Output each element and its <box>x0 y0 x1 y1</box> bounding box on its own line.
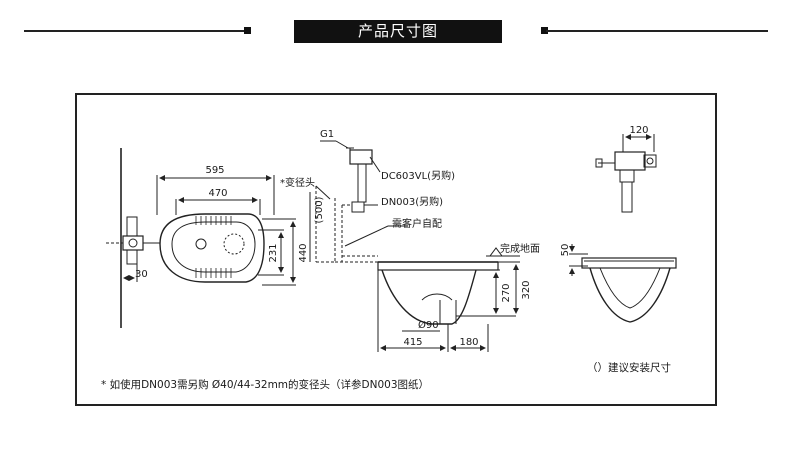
header-rule-left <box>24 30 246 32</box>
pipe-model-label: DN003(另购) <box>381 195 443 208</box>
footnote: * 如使用DN003需另购 Ø40/44-32mm的变径头（详参DN003图纸） <box>101 378 429 391</box>
top-view <box>106 148 296 328</box>
customer-supply-label: 需客户自配 <box>392 217 442 230</box>
floor-label: 完成地面 <box>500 242 540 255</box>
header-square-right <box>541 27 548 34</box>
dim-320: 320 <box>521 280 532 299</box>
dim-30: 30 <box>135 269 148 280</box>
drawing-frame <box>75 93 717 406</box>
dim-440: 440 <box>298 243 309 262</box>
dim-500: (500) <box>314 196 325 223</box>
dim-50: 50 <box>560 244 571 257</box>
front-view <box>569 134 677 323</box>
dim-180: 180 <box>459 337 478 348</box>
dim-231: 231 <box>268 243 279 262</box>
dim-470: 470 <box>208 188 227 199</box>
legend-note: （）建议安装尺寸 <box>587 361 671 374</box>
dim-415: 415 <box>403 337 422 348</box>
reducer-label: *变径头 <box>280 176 315 189</box>
side-view <box>309 140 520 352</box>
dim-595: 595 <box>205 165 224 176</box>
dim-120: 120 <box>629 125 648 136</box>
g1-label: G1 <box>320 129 334 140</box>
page-title: 产品尺寸图 <box>294 20 502 43</box>
dim-270: 270 <box>501 283 512 302</box>
header-square-left <box>244 27 251 34</box>
drain-diameter-label: Ø90 <box>418 319 439 331</box>
header-rule-right <box>546 30 768 32</box>
valve-model-label: DC603VL(另购) <box>381 169 455 182</box>
